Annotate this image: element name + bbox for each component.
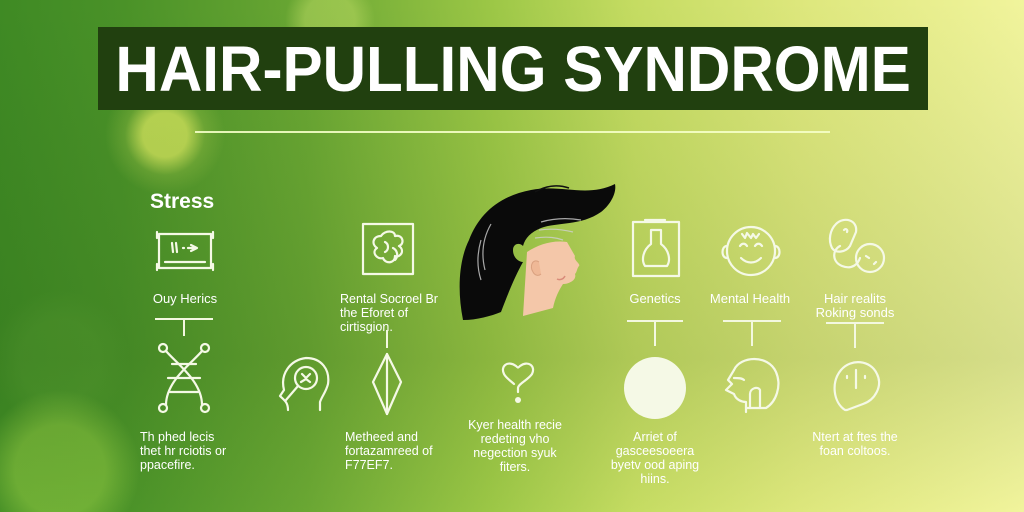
tablet-screen-icon — [155, 230, 215, 272]
rental-label: Rental Socroel Br the Eforet of cirtisgi… — [340, 292, 438, 334]
health-text: Kyer health recie redeting vho negection… — [468, 418, 562, 474]
stress-heading: Stress — [150, 190, 215, 213]
brain-frame-icon — [361, 222, 415, 276]
woman-profile-hair-illustration — [459, 184, 616, 320]
smiling-face-icon — [721, 225, 781, 277]
dna-icon — [157, 342, 211, 414]
heart-question-icon — [501, 362, 535, 403]
title-divider — [195, 131, 830, 133]
plus-text: Arriet of gasceesoeera byetv ood aping h… — [610, 430, 700, 486]
hand-hair-icon — [828, 218, 886, 274]
method-text: Metheed and fortazamreed of F77EF7. — [345, 430, 433, 472]
dna-text: Th phed lecis thet hr rciotis or ppacefi… — [140, 430, 227, 472]
plus-circle-icon — [624, 357, 686, 419]
page-title: HAIR-PULLING SYNDROME — [115, 32, 911, 105]
speech-bubble-icon — [833, 361, 881, 412]
diamond-icon — [371, 352, 403, 416]
head-magnifier-icon — [278, 356, 330, 412]
stress-label: Ouy Herics — [152, 291, 218, 306]
mental-health-label: Mental Health — [709, 291, 791, 306]
bubble-text: Ntert at ftes the foan coltoos. — [812, 430, 898, 458]
genetics-label: Genetics — [629, 291, 681, 306]
title-banner: HAIR-PULLING SYNDROME — [98, 27, 928, 110]
head-profile-icon — [724, 357, 780, 414]
hair-realits-label: Hair realits Roking sonds — [815, 291, 895, 320]
flask-icon — [631, 218, 681, 278]
